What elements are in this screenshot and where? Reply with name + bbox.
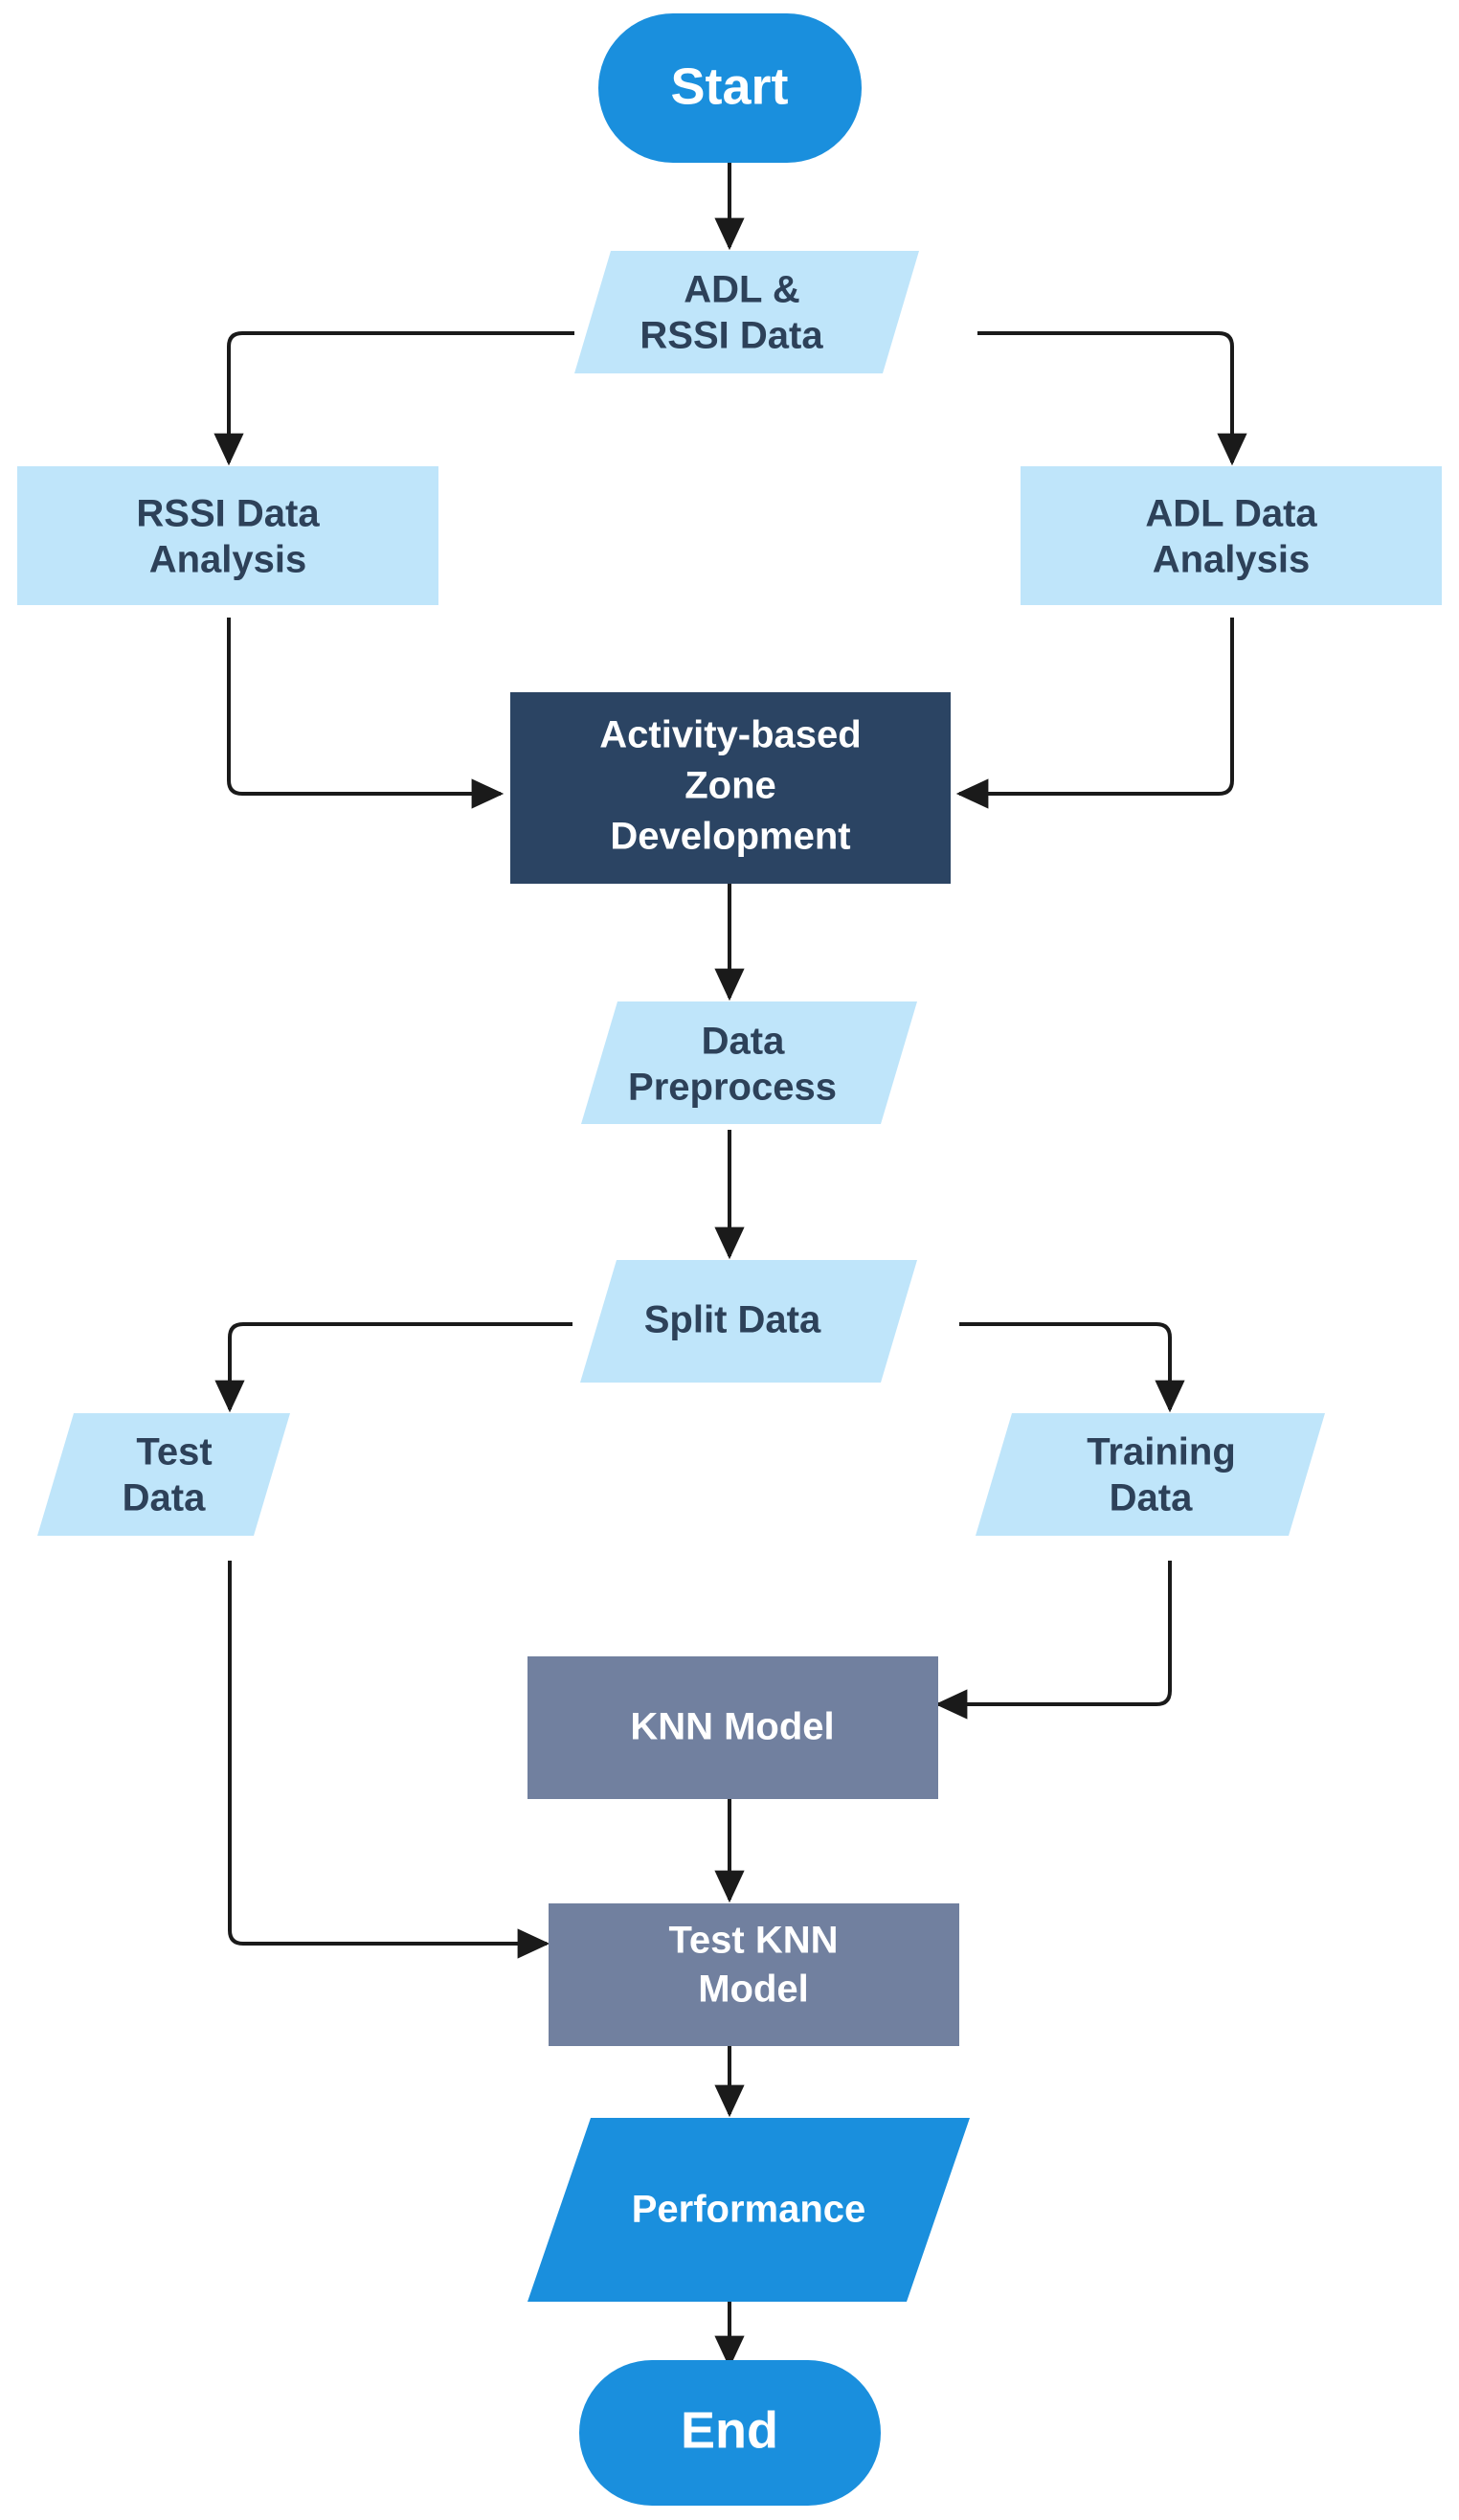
data-preprocess-label-line1: Data: [702, 1021, 785, 1063]
rssi-data-analysis-label-line1: RSSI Data: [136, 493, 320, 535]
zone-development-shape: [510, 692, 951, 884]
edge-adl-rssi-to-rssi-analysis: [213, 331, 574, 466]
test-knn-model-label-line2: Model: [698, 1969, 809, 2011]
node-rssi-data-analysis[interactable]: RSSI Data Analysis: [17, 466, 438, 605]
node-test-knn-model[interactable]: Test KNN Model: [549, 1903, 959, 2046]
end-shape: [579, 2360, 881, 2506]
training-data-label-line1: Training: [1087, 1431, 1236, 1474]
node-performance[interactable]: Performance: [527, 2118, 970, 2302]
zone-development-label-line3: Development: [610, 816, 850, 858]
edge-split-to-test-data: [214, 1322, 572, 1413]
end-label: End: [681, 2401, 778, 2459]
node-data-preprocess[interactable]: Data Preprocess: [581, 1001, 917, 1124]
knn-model-label: KNN Model: [630, 1706, 834, 1748]
edge-split-to-training-data: [959, 1322, 1185, 1413]
adl-data-analysis-shape: [1021, 466, 1442, 605]
edge-training-data-to-knn: [934, 1561, 1172, 1720]
node-knn-model[interactable]: KNN Model: [527, 1656, 938, 1799]
adl-rssi-data-shape: [574, 251, 919, 373]
test-knn-model-shape: [549, 1903, 959, 2046]
node-start[interactable]: Start: [598, 13, 862, 163]
adl-rssi-data-label-line1: ADL &: [684, 269, 799, 311]
node-adl-rssi-data[interactable]: ADL & RSSI Data: [574, 251, 919, 373]
test-knn-model-label-line1: Test KNN: [668, 1920, 838, 1962]
split-data-label: Split Data: [644, 1299, 821, 1341]
rssi-data-analysis-label-line2: Analysis: [149, 539, 307, 581]
adl-data-analysis-label-line2: Analysis: [1153, 539, 1311, 581]
performance-label: Performance: [632, 2189, 866, 2231]
performance-shape: [527, 2118, 970, 2302]
training-data-shape: [976, 1413, 1325, 1536]
split-data-shape: [580, 1260, 917, 1383]
zone-development-label-line2: Zone: [685, 765, 776, 807]
node-test-data[interactable]: Test Data: [37, 1413, 290, 1536]
node-end[interactable]: End: [579, 2360, 881, 2506]
training-data-label-line2: Data: [1110, 1477, 1193, 1519]
node-training-data[interactable]: Training Data: [976, 1413, 1325, 1536]
node-split-data[interactable]: Split Data: [580, 1260, 917, 1383]
edge-adl-rssi-to-adl-analysis: [977, 331, 1247, 466]
test-data-label-line1: Test: [136, 1431, 212, 1474]
start-shape: [598, 13, 862, 163]
edge-adl-analysis-to-zone-dev: [955, 618, 1234, 809]
node-zone-development[interactable]: Activity-based Zone Development: [510, 692, 951, 884]
test-data-shape: [37, 1413, 290, 1536]
node-adl-data-analysis[interactable]: ADL Data Analysis: [1021, 466, 1442, 605]
knn-model-shape: [527, 1656, 938, 1799]
data-preprocess-shape: [581, 1001, 917, 1124]
test-data-label-line2: Data: [123, 1477, 206, 1519]
rssi-data-analysis-shape: [17, 466, 438, 605]
connector-layer: [213, 163, 1247, 2369]
data-preprocess-label-line2: Preprocess: [628, 1067, 837, 1109]
adl-data-analysis-label-line1: ADL Data: [1145, 493, 1317, 535]
zone-development-label-line1: Activity-based: [599, 714, 861, 756]
adl-rssi-data-label-line2: RSSI Data: [640, 315, 823, 357]
start-label: Start: [670, 57, 788, 115]
edge-rssi-analysis-to-zone-dev: [227, 618, 505, 809]
edge-test-data-to-test-knn: [228, 1561, 550, 1959]
